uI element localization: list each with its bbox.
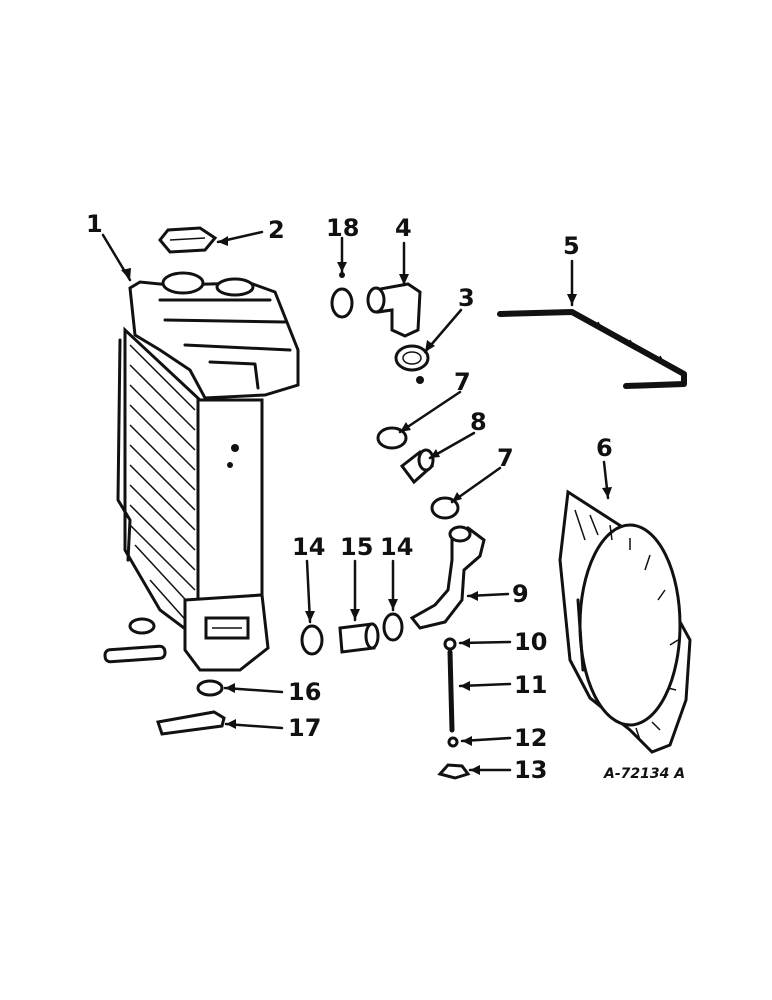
seal-left: [300, 624, 324, 656]
callout-1: 1: [86, 210, 103, 238]
plug-fitting: [330, 272, 354, 319]
callout-3: 3: [458, 284, 475, 312]
radiator-cap: [158, 226, 218, 254]
hose-clamp-upper: [376, 426, 408, 450]
callout-11: 11: [514, 671, 547, 699]
callout-17: 17: [288, 714, 321, 742]
callout-8: 8: [470, 408, 487, 436]
seal-right: [382, 612, 404, 642]
callout-12: 12: [514, 724, 547, 752]
nut: [447, 736, 459, 748]
strap: [156, 710, 226, 736]
callout-6: 6: [596, 434, 613, 462]
callout-16: 16: [288, 678, 321, 706]
callout-7b: 7: [497, 444, 514, 472]
brace-rod: [497, 309, 687, 389]
callout-4: 4: [395, 214, 412, 242]
sleeve: [338, 622, 380, 654]
callout-13: 13: [514, 756, 547, 784]
water-pipe: [409, 525, 486, 630]
callout-2: 2: [268, 216, 285, 244]
long-bolt: [447, 649, 455, 733]
callout-14a: 14: [292, 533, 325, 561]
callout-14b: 14: [380, 533, 413, 561]
callout-18: 18: [326, 214, 359, 242]
fan-shroud: [558, 489, 692, 754]
callout-15: 15: [340, 533, 373, 561]
hose-short: [399, 448, 435, 485]
callout-9: 9: [512, 580, 529, 608]
leader-arrowheads: [121, 236, 612, 775]
stud-base: [437, 763, 471, 780]
drawing-id: A-72134 A: [603, 766, 685, 782]
elbow-fitting: [366, 282, 422, 338]
washer: [443, 637, 457, 651]
callout-5: 5: [563, 232, 580, 260]
radiator: [103, 271, 300, 672]
flat-washer: [196, 679, 224, 697]
callout-10: 10: [514, 628, 547, 656]
callout-7a: 7: [454, 368, 471, 396]
hose-clamp: [394, 344, 430, 384]
